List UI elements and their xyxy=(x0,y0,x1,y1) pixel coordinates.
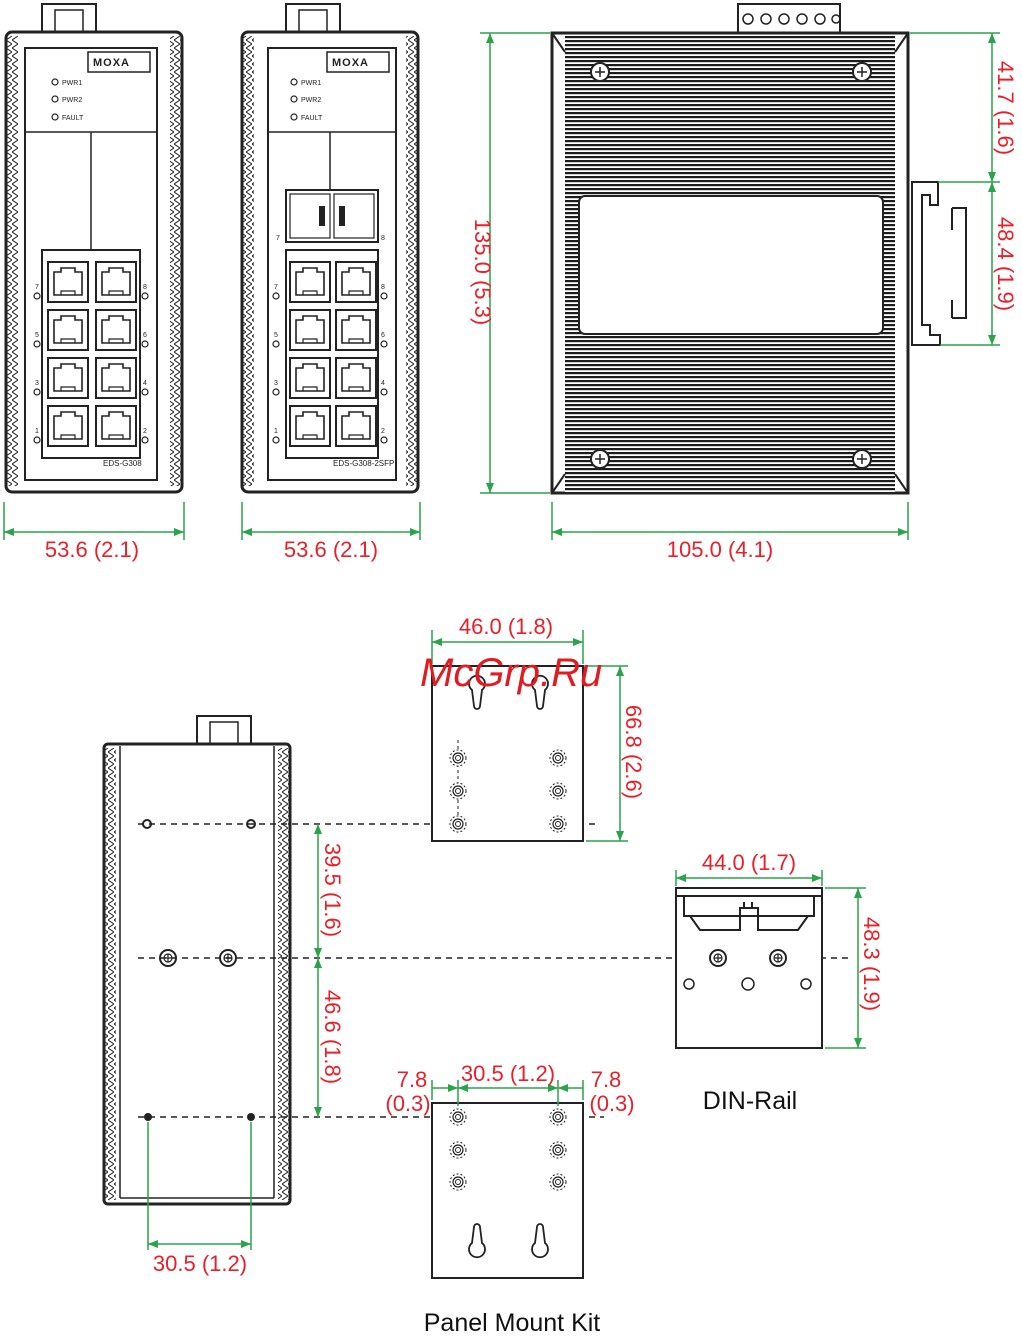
side-view xyxy=(550,3,967,495)
port-num-5-middle: 5 xyxy=(274,332,278,339)
port-num-2-middle: 2 xyxy=(381,428,385,435)
dim-panel-kit-height: 66.8 (2.6) xyxy=(621,705,646,799)
top-dimensions: 53.6 (2.1) 53.6 (2.1) 105.0 (4.1) 135.0 … xyxy=(3,32,1018,562)
port-num-6-middle: 6 xyxy=(381,332,385,339)
din-rail: 44.0 (1.7) 48.3 (1.9) DIN-Rail xyxy=(675,850,884,1115)
front-view-eds-g308-2sfp: MOXA PWR1 PWR2 FAULT 7 8 7 5 3 1 8 6 4 2… xyxy=(240,3,420,494)
dim-hole-spacing-lower: 46.6 (1.8) xyxy=(320,990,345,1084)
dim-kit-margin-left: 7.8 xyxy=(397,1067,428,1092)
dim-kit-margin-right: 7.8 xyxy=(591,1067,622,1092)
port-num-4-left: 4 xyxy=(143,380,147,387)
dim-front-width-2: 53.6 (2.1) xyxy=(284,537,378,562)
rear-view: 30.5 (1.2) 39.5 (1.6) 46.6 (1.8) xyxy=(102,715,848,1276)
watermark: McGrp.Ru xyxy=(420,651,602,695)
panel-kit-bottom: 30.5 (1.2) 7.8 (0.3) 7.8 (0.3) Panel Mou… xyxy=(385,1061,634,1337)
dim-front-width-1: 53.6 (2.1) xyxy=(45,537,139,562)
port-num-4-middle: 4 xyxy=(381,380,385,387)
led-label-pwr2-middle: PWR2 xyxy=(301,97,321,104)
port-num-3-middle: 3 xyxy=(274,380,278,387)
port-num-7-middle: 7 xyxy=(274,284,278,291)
port-num-8-middle: 8 xyxy=(381,284,385,291)
brand-logo-left: MOXA xyxy=(93,57,130,69)
port-num-5-left: 5 xyxy=(35,332,39,339)
panel-kit-top: 46.0 (1.8) 66.8 (2.6) xyxy=(431,614,646,842)
din-rail-label: DIN-Rail xyxy=(703,1087,797,1115)
dim-hole-spacing-upper: 39.5 (1.6) xyxy=(320,843,345,937)
led-label-pwr1-middle: PWR1 xyxy=(301,80,321,87)
panel-mount-kit-label: Panel Mount Kit xyxy=(424,1309,601,1337)
dim-panel-kit-width: 46.0 (1.8) xyxy=(459,614,553,639)
port-num-2-left: 2 xyxy=(143,428,147,435)
dim-side-width: 105.0 (4.1) xyxy=(667,537,773,562)
port-num-1-middle: 1 xyxy=(274,428,278,435)
port-num-7-left: 7 xyxy=(35,284,39,291)
brand-logo-middle: MOXA xyxy=(332,57,369,69)
dim-din-height: 48.3 (1.9) xyxy=(859,917,884,1011)
led-label-pwr1-left: PWR1 xyxy=(62,80,82,87)
model-label-left: EDS-G308 xyxy=(103,459,142,468)
port-num-1-left: 1 xyxy=(35,428,39,435)
dim-kit-hole-spacing: 30.5 (1.2) xyxy=(461,1061,555,1086)
dim-kit-margin-left-in: (0.3) xyxy=(385,1091,430,1116)
sfp-num-8: 8 xyxy=(381,235,385,242)
model-label-middle: EDS-G308-2SFP xyxy=(333,459,394,468)
dim-kit-margin-right-in: (0.3) xyxy=(589,1091,634,1116)
port-num-3-left: 3 xyxy=(35,380,39,387)
led-label-pwr2-left: PWR2 xyxy=(62,97,82,104)
dim-height: 135.0 (5.3) xyxy=(470,219,495,325)
dim-din-width: 44.0 (1.7) xyxy=(702,850,796,875)
led-label-fault-middle: FAULT xyxy=(301,115,323,122)
port-num-8-left: 8 xyxy=(143,284,147,291)
dim-side-top-offset: 41.7 (1.6) xyxy=(993,61,1018,155)
sfp-num-7: 7 xyxy=(276,235,280,242)
front-view-eds-g308: MOXA PWR1 PWR2 FAULT 7 5 3 1 8 6 4 2 EDS… xyxy=(4,3,184,494)
dim-din-clip-height: 48.4 (1.9) xyxy=(993,217,1018,311)
dim-rear-hole-spacing: 30.5 (1.2) xyxy=(153,1251,247,1276)
port-num-6-left: 6 xyxy=(143,332,147,339)
led-label-fault-left: FAULT xyxy=(62,115,84,122)
